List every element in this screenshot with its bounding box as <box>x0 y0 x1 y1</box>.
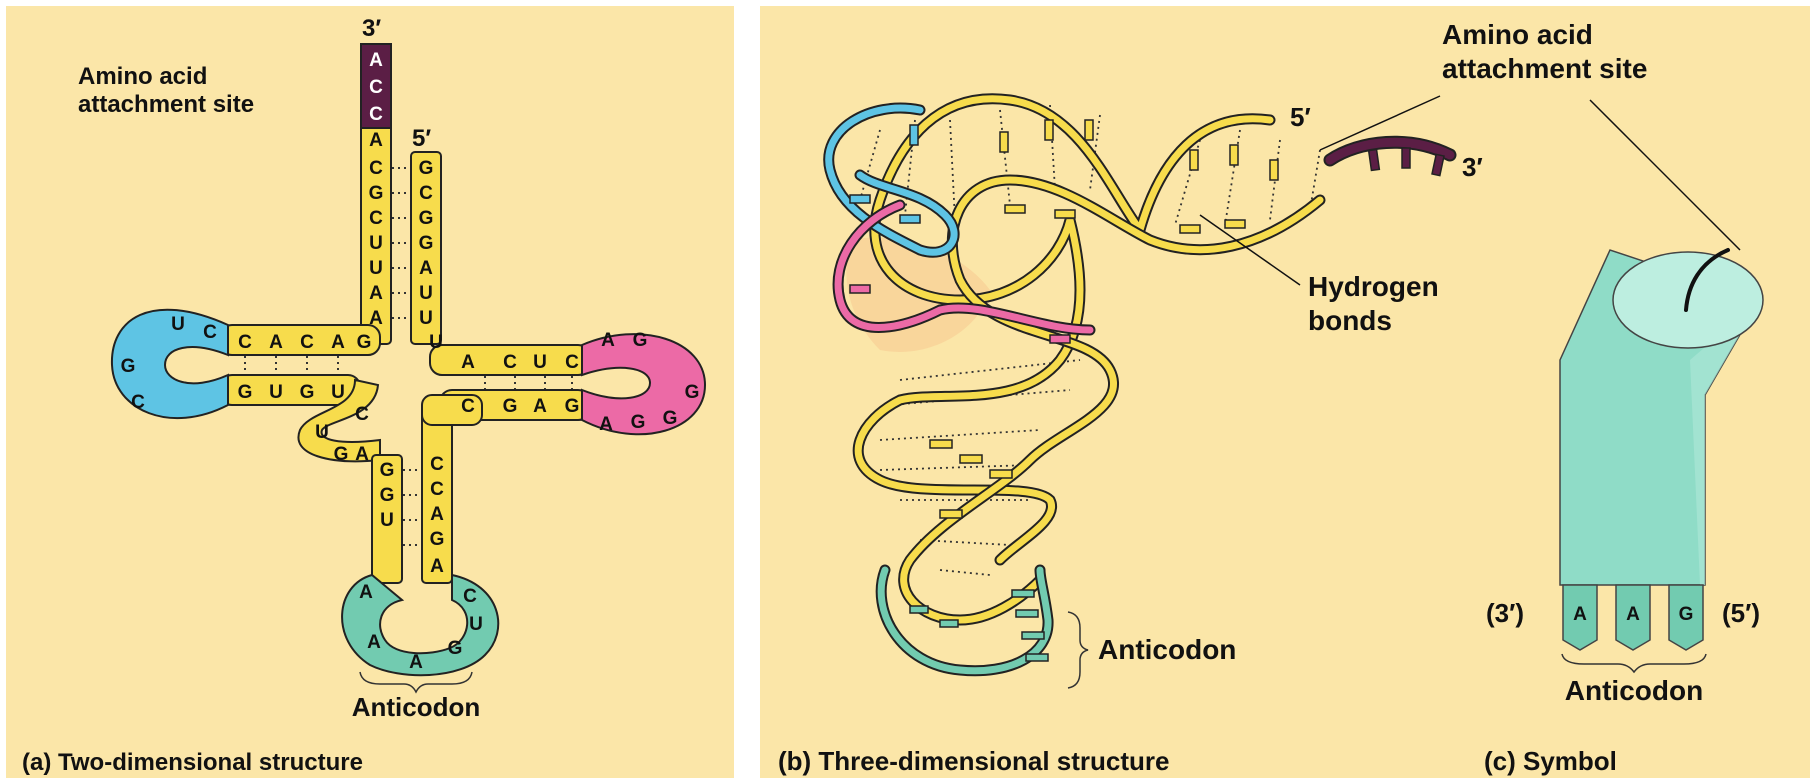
anticodon-label-3d: Anticodon <box>1098 634 1236 665</box>
t-stem-base: A <box>533 396 547 417</box>
anticodon-loop-base: U <box>469 614 483 635</box>
anticodon-loop-base: A <box>359 582 373 603</box>
anticodon-label: Anticodon <box>352 692 481 722</box>
t-stem-base: G <box>565 396 580 417</box>
variable-loop-base: C <box>355 404 369 425</box>
anticodon-loop-base: A <box>367 632 381 653</box>
three-prime-label: 3′ <box>362 15 381 42</box>
acceptor-base: A <box>369 130 383 151</box>
amino-acid-site-label-c: Amino acid <box>1442 19 1593 50</box>
variable-loop-base: G <box>334 444 349 465</box>
d-stem-base: A <box>269 332 283 353</box>
t-stem-base: C <box>461 396 475 417</box>
anticodon-stem-base: G <box>380 460 395 481</box>
panel-b-caption: (b) Three-dimensional structure <box>778 746 1170 776</box>
acceptor-base: G <box>419 208 434 229</box>
t-loop-base: A <box>599 414 613 435</box>
d-loop-base: C <box>131 392 145 413</box>
anticodon-base-c: A <box>1626 604 1640 625</box>
acceptor-base: C <box>419 183 433 204</box>
t-stem-base: G <box>503 396 518 417</box>
anticodon-stem-base: G <box>380 485 395 506</box>
anticodon-stem-base: A <box>430 556 444 577</box>
acceptor-base: C <box>369 158 383 179</box>
acceptor-end-base: C <box>369 104 383 125</box>
five-prime-label: 5′ <box>412 125 431 152</box>
anticodon-loop-base: G <box>448 638 463 659</box>
three-prime-end-c: (3′) <box>1486 598 1524 628</box>
d-stem-base: U <box>269 382 283 403</box>
d-stem-base: G <box>300 382 315 403</box>
d-loop-base: G <box>121 356 136 377</box>
t-stem-base: C <box>503 352 517 373</box>
acceptor-base: A <box>369 308 383 329</box>
acceptor-base: A <box>419 258 433 279</box>
variable-loop-base: U <box>315 422 329 443</box>
t-loop-base: G <box>663 408 678 429</box>
five-prime-end-c: (5′) <box>1722 598 1760 628</box>
amino-acid-site-label: attachment site <box>78 91 254 118</box>
anticodon-loop-base: C <box>463 586 477 607</box>
acceptor-end-base: C <box>369 77 383 98</box>
d-stem-base: G <box>357 332 372 353</box>
d-stem-base: C <box>300 332 314 353</box>
three-prime-label-3d: 3′ <box>1462 152 1483 182</box>
anticodon-label-c: Anticodon <box>1565 675 1703 706</box>
acceptor-base: A <box>369 283 383 304</box>
panel-a-caption: (a) Two-dimensional structure <box>22 749 363 776</box>
t-stem-base: U <box>533 352 547 373</box>
acceptor-base: G <box>419 158 434 179</box>
hydrogen-bonds-label: bonds <box>1308 305 1392 336</box>
t-loop-base: G <box>631 412 646 433</box>
anticodon-stem-base: A <box>430 504 444 525</box>
acceptor-base: C <box>369 208 383 229</box>
acceptor-base: U <box>419 308 433 329</box>
anticodon-tabs: A A G <box>1563 585 1703 650</box>
variable-loop-base: A <box>355 444 369 465</box>
five-prime-label-3d: 5′ <box>1290 102 1311 132</box>
amino-acid-site-label-c: attachment site <box>1442 53 1647 84</box>
t-stem-base: A <box>461 352 475 373</box>
d-stem-base: G <box>238 382 253 403</box>
anticodon-stem-base: U <box>380 510 394 531</box>
acceptor-base: G <box>369 183 384 204</box>
t-stem-base: C <box>565 352 579 373</box>
panel-c-caption: (c) Symbol <box>1484 746 1617 776</box>
anticodon-base-c: A <box>1573 604 1587 625</box>
d-stem-base: U <box>331 382 345 403</box>
d-loop-base: U <box>171 314 185 335</box>
acceptor-base: G <box>419 233 434 254</box>
t-loop-base: G <box>685 382 700 403</box>
amino-acid-site-label: Amino acid <box>78 63 207 90</box>
acceptor-base: U <box>369 233 383 254</box>
anticodon-stem-base: G <box>430 529 445 550</box>
anticodon-stem-base: C <box>430 479 444 500</box>
acceptor-base: U <box>429 332 443 353</box>
anticodon-stem-base: C <box>430 454 444 475</box>
anticodon-base-c: G <box>1679 604 1694 625</box>
d-loop-base: C <box>203 322 217 343</box>
acceptor-end-base: A <box>369 50 383 71</box>
d-stem-base: A <box>331 332 345 353</box>
t-loop-base: G <box>633 330 648 351</box>
anticodon-loop-base: A <box>409 652 423 673</box>
acceptor-base: U <box>419 283 433 304</box>
d-stem-base: C <box>238 332 252 353</box>
acceptor-base: U <box>369 258 383 279</box>
t-loop-base: A <box>601 330 615 351</box>
hydrogen-bonds-label: Hydrogen <box>1308 271 1439 302</box>
